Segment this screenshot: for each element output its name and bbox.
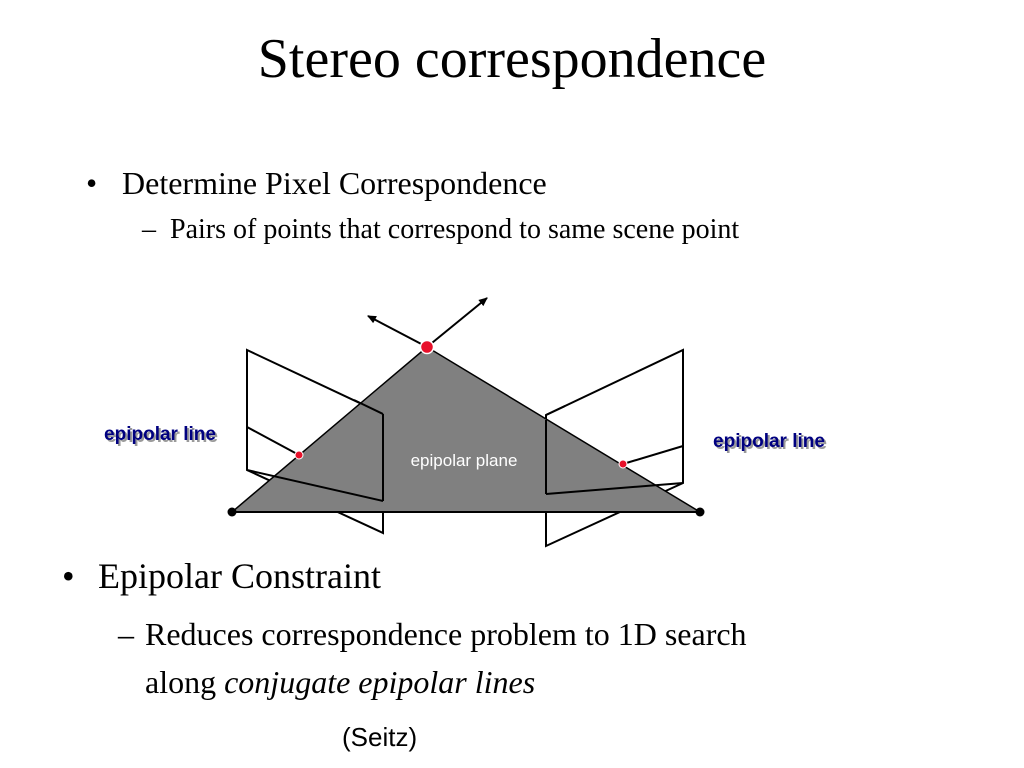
right-epipolar-label: epipolar line bbox=[713, 431, 825, 452]
right-plane-top-edge bbox=[545, 405, 566, 416]
source-credit: (Seitz) bbox=[342, 722, 418, 752]
bullet-dot: • bbox=[86, 165, 98, 201]
right-camera-center bbox=[695, 507, 705, 517]
scene-point bbox=[419, 339, 435, 355]
slide-title: Stereo correspondence bbox=[257, 28, 767, 90]
left-epipolar-line bbox=[246, 426, 300, 456]
left-plane-bottom-edge bbox=[246, 469, 384, 502]
left-epipolar-label: epipolar line bbox=[104, 424, 216, 445]
left-camera-center bbox=[227, 507, 237, 517]
right-epipolar-label-shadow: epipolar line bbox=[715, 433, 827, 454]
sub-bullet-emphasis: conjugate epipolar lines bbox=[224, 664, 536, 700]
right-projection-point bbox=[618, 459, 628, 469]
left-projection-point bbox=[294, 450, 304, 460]
bullet-dot: • bbox=[62, 556, 75, 596]
plane-label: epipolar plane bbox=[411, 451, 518, 470]
right-plane-bottom-edge bbox=[545, 482, 684, 495]
bullet-text: Epipolar Constraint bbox=[98, 556, 381, 596]
sub-bullet-reduces-continued: along conjugate epipolar lines bbox=[145, 662, 535, 702]
bullet-pixel-correspondence: • Determine Pixel Correspondence bbox=[86, 163, 547, 203]
sub-bullet-dash: – bbox=[118, 616, 134, 652]
sub-bullet-text-prefix: along bbox=[145, 664, 225, 700]
sub-bullet-pairs: –Pairs of points that correspond to same… bbox=[142, 213, 739, 247]
left-ray-arrow bbox=[367, 315, 428, 348]
bullet-epipolar-constraint: • Epipolar Constraint bbox=[62, 554, 381, 598]
sub-bullet-reduces: –Reduces correspondence problem to 1D se… bbox=[118, 614, 747, 654]
right-ray-arrow bbox=[426, 297, 488, 348]
sub-bullet-dash: – bbox=[142, 214, 156, 245]
left-epipolar-label-shadow: epipolar line bbox=[106, 426, 218, 447]
left-plane-top-edge bbox=[353, 399, 384, 415]
bullet-text: Determine Pixel Correspondence bbox=[122, 165, 547, 201]
right-epipolar-line bbox=[622, 445, 684, 465]
sub-bullet-text: Pairs of points that correspond to same … bbox=[170, 214, 740, 245]
sub-bullet-text: Reduces correspondence problem to 1D sea… bbox=[145, 616, 747, 652]
